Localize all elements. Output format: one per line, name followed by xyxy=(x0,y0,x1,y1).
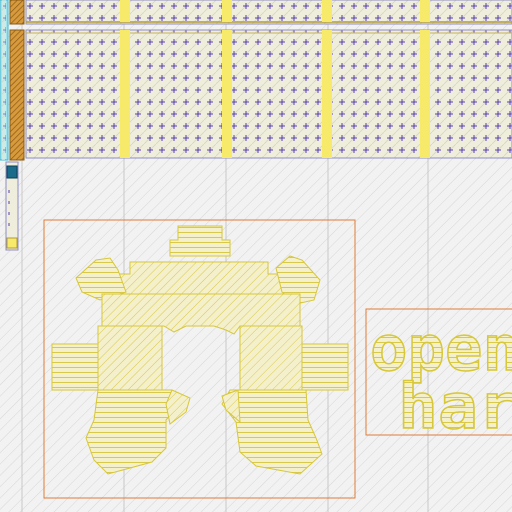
metal-bar xyxy=(222,0,232,22)
tap-cell[interactable] xyxy=(5,161,19,251)
via-cell xyxy=(6,165,18,179)
text-outline[interactable] xyxy=(365,308,512,436)
logo-text-line-2: har xyxy=(398,370,512,443)
metal-pad xyxy=(6,237,18,249)
open-hardware-gear-icon xyxy=(51,225,349,475)
metal-bar xyxy=(322,30,332,158)
metal-bar xyxy=(420,30,430,158)
diff-column[interactable] xyxy=(9,0,25,161)
logo-text: open har xyxy=(369,311,512,444)
top-nwell-strip[interactable] xyxy=(25,0,512,25)
metal-bar xyxy=(120,30,130,158)
metal-bar xyxy=(120,0,130,22)
nwell-region[interactable] xyxy=(25,29,512,159)
metal-bar xyxy=(222,30,232,158)
metal-bars[interactable] xyxy=(120,0,430,158)
left-rail[interactable] xyxy=(0,0,9,161)
metal-bar xyxy=(420,0,430,22)
logo-outline[interactable] xyxy=(43,219,356,499)
metal-bar xyxy=(322,0,332,22)
logo-text-line-1: open xyxy=(370,312,512,385)
